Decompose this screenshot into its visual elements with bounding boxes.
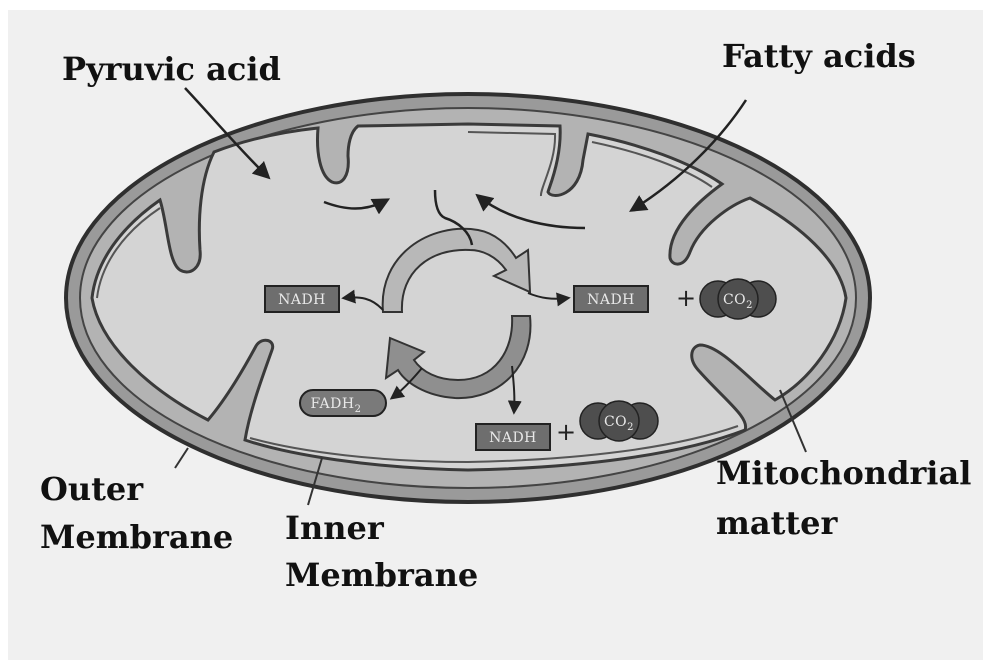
nadh-text: NADH (489, 430, 537, 446)
fadh-subscript: 2 (355, 404, 362, 415)
label-mito-matter-line2: matter (716, 504, 839, 542)
co2-subscript: 2 (746, 300, 753, 311)
co2-text: CO (604, 414, 627, 430)
nadh-badge-left: NADH (265, 286, 339, 312)
label-inner-membrane-line2: Membrane (285, 556, 478, 594)
nadh-text: NADH (278, 292, 326, 308)
co2-molecule-bottom: CO2 (580, 401, 658, 441)
label-outer-membrane-line2: Membrane (40, 518, 233, 556)
co2-molecule-right: CO2 (700, 279, 776, 319)
plus-sign: + (676, 284, 696, 312)
fadh-text: FADH (311, 396, 355, 412)
nadh-badge-bottom: NADH (476, 424, 550, 450)
label-outer-membrane-line1: Outer (40, 470, 144, 508)
label-inner-membrane-line1: Inner (285, 509, 385, 547)
fadh2-badge: FADH2 (300, 390, 386, 416)
plus-sign: + (556, 418, 576, 446)
co2-text: CO (723, 292, 746, 308)
nadh-text: NADH (587, 292, 635, 308)
nadh-badge-right: NADH (574, 286, 648, 312)
label-pyruvic-acid: Pyruvic acid (62, 50, 281, 88)
co2-subscript: 2 (627, 422, 634, 433)
label-mito-matter-line1: Mitochondrial (716, 454, 971, 492)
label-fatty-acids: Fatty acids (722, 37, 916, 75)
